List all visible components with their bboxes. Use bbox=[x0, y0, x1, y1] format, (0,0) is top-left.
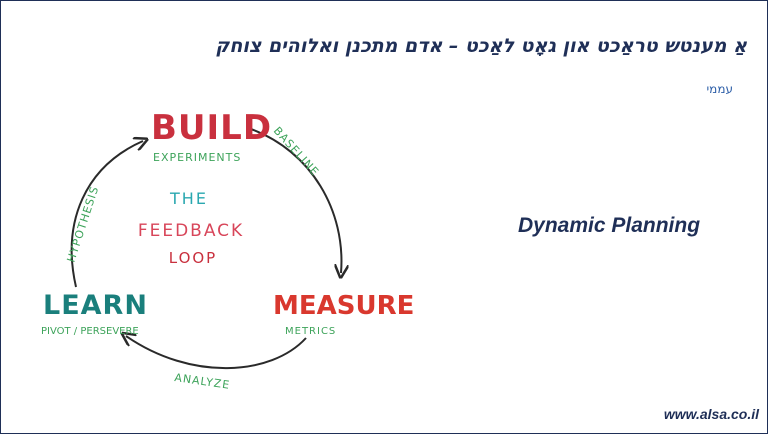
center-text-loop: LOOP bbox=[169, 249, 217, 267]
footer-website: www.alsa.co.il bbox=[663, 406, 759, 422]
arrow-learn-to-build bbox=[70, 141, 143, 288]
build-sublabel: EXPERIMENTS bbox=[153, 151, 241, 164]
center-text-feedback: FEEDBACK bbox=[138, 221, 244, 241]
arrow-build-to-measure bbox=[250, 128, 341, 273]
edge-label-baseline: BASELINE bbox=[271, 124, 322, 178]
measure-label: MEASURE bbox=[273, 291, 414, 321]
measure-sublabel: METRICS bbox=[285, 326, 336, 337]
arrow-measure-to-learn bbox=[126, 336, 307, 370]
dynamic-planning-heading: Dynamic Planning bbox=[518, 214, 701, 237]
edge-label-analyze: ANALYZE bbox=[174, 371, 231, 392]
slide-subtitle: עממי bbox=[706, 82, 734, 96]
build-label: BUILD bbox=[151, 108, 272, 148]
learn-sublabel: PIVOT / PERSEVERE bbox=[41, 326, 139, 337]
learn-label: LEARN bbox=[43, 290, 148, 321]
center-text-the: THE bbox=[169, 189, 208, 208]
slide-title: אַ מענטש טראַכט און גאָט לאַכט – אדם מתכ… bbox=[215, 35, 747, 57]
